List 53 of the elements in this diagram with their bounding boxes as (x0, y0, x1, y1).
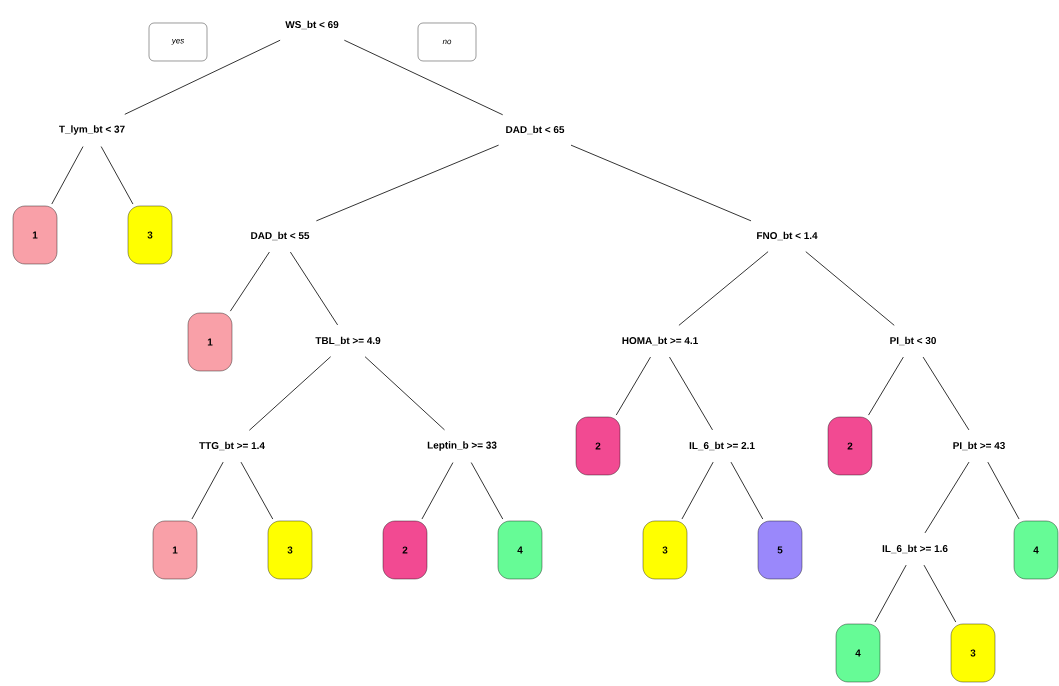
split-label: PI_bt < 30 (890, 336, 936, 346)
branch-line (924, 461, 970, 534)
branch-line (874, 564, 907, 623)
split-label: DAD_bt < 55 (251, 231, 310, 241)
branch-line (669, 356, 713, 431)
split-label: FNO_bt < 1.4 (757, 231, 818, 241)
split-label: IL_6_bt >= 1.6 (882, 544, 948, 554)
branch-line (987, 461, 1020, 520)
class-leaf: 3 (950, 623, 996, 683)
branch-line (570, 144, 752, 222)
split-label: TBL_bt >= 4.9 (315, 336, 381, 346)
class-leaf: 4 (1013, 520, 1059, 580)
class-leaf: 2 (827, 416, 873, 476)
branch-line (923, 564, 957, 623)
branch-line (868, 356, 904, 416)
class-leaf: 1 (12, 205, 58, 265)
split-label: WS_bt < 69 (285, 20, 339, 30)
branch-line (678, 251, 769, 326)
branch-line (922, 356, 970, 431)
branch-line (730, 461, 764, 520)
branch-line (421, 462, 454, 520)
branch-line (229, 251, 270, 312)
branch-line (615, 356, 651, 416)
split-label: T_lym_bt < 37 (59, 125, 125, 135)
branch-line (124, 39, 281, 115)
branch-line (364, 356, 445, 431)
class-leaf: 1 (187, 312, 233, 372)
branch-line (248, 356, 332, 431)
class-leaf: 2 (575, 416, 621, 476)
class-leaf: 4 (835, 623, 881, 683)
split-label: IL_6_bt >= 2.1 (689, 441, 755, 451)
branch-line (100, 146, 134, 205)
class-leaf: 1 (152, 520, 198, 580)
branch-line (191, 461, 224, 520)
class-leaf: 3 (642, 520, 688, 580)
split-label: PI_bt >= 43 (953, 441, 1005, 451)
class-leaf: 3 (267, 520, 313, 580)
branch-line (470, 462, 504, 520)
split-label: TTG_bt >= 1.4 (199, 441, 265, 451)
split-label: Leptin_b >= 33 (427, 441, 497, 451)
split-label: DAD_bt < 65 (506, 125, 565, 135)
branch-line (51, 146, 84, 205)
class-leaf: 4 (497, 520, 543, 580)
branch-line (240, 461, 274, 520)
branch-line (681, 461, 714, 520)
split-label: HOMA_bt >= 4.1 (622, 336, 698, 346)
branch-line (343, 39, 504, 116)
branch-line (805, 251, 895, 326)
class-leaf: 2 (382, 520, 428, 580)
class-leaf: 3 (127, 205, 173, 265)
branch-line (316, 144, 499, 222)
branch-line (290, 251, 338, 326)
class-leaf: 5 (757, 520, 803, 580)
